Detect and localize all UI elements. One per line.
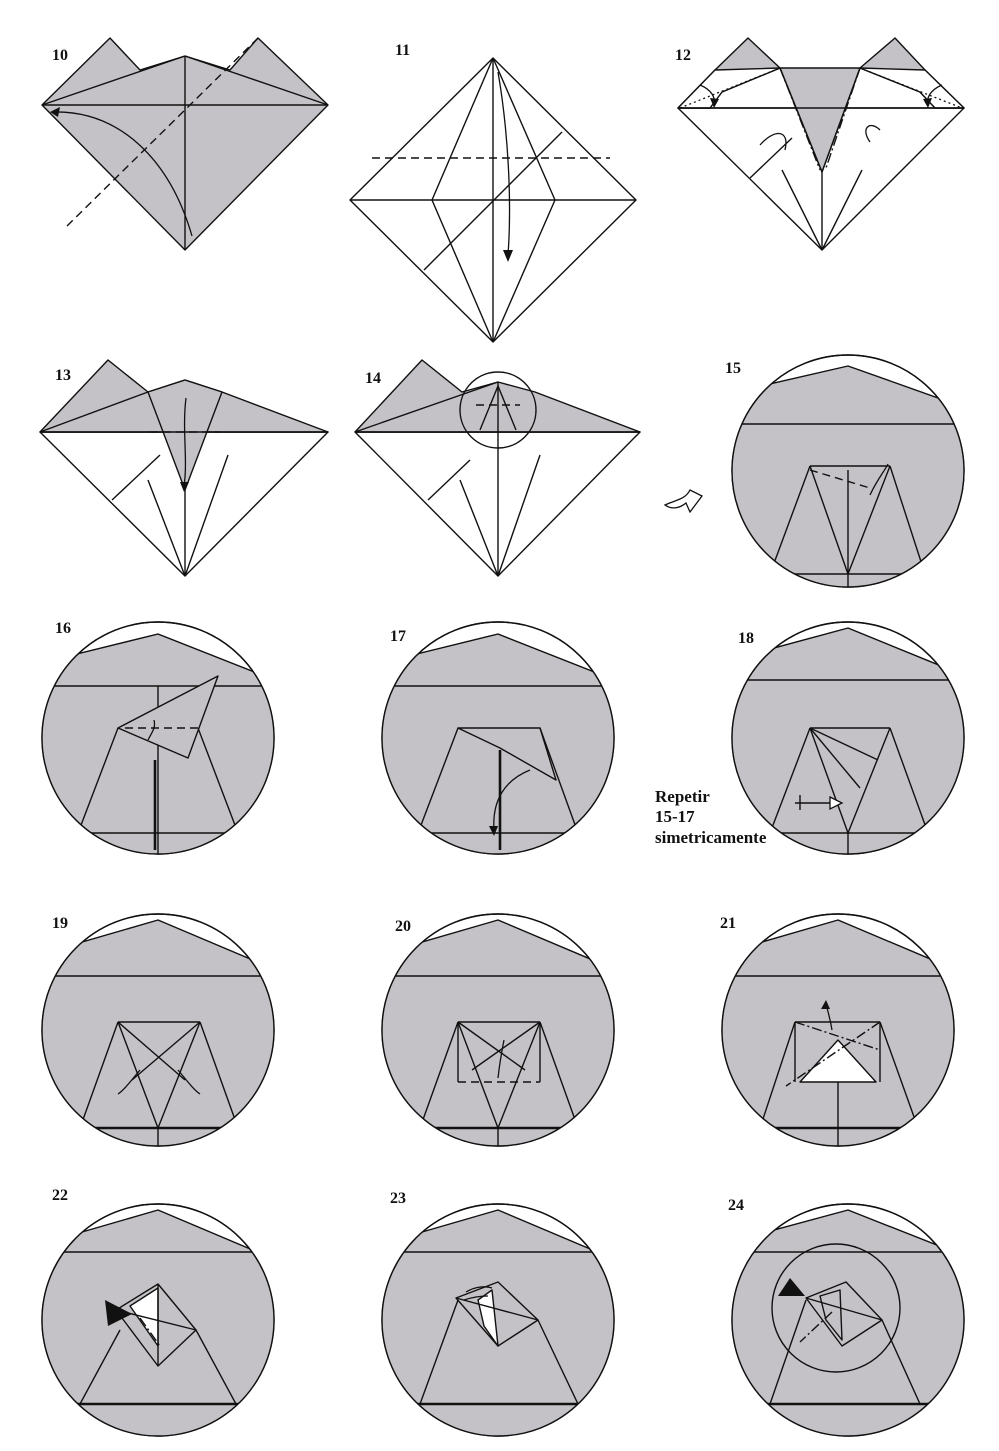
note-line-1: Repetir [655, 787, 710, 806]
step-number: 17 [390, 628, 406, 645]
mountain-fold-line [779, 67, 821, 171]
step-number: 14 [365, 370, 381, 387]
step-24: 24 [728, 1197, 965, 1437]
fold-arrow-icon [493, 769, 531, 831]
mountain-fold-line [794, 1021, 881, 1051]
step-12: 12 [675, 37, 965, 251]
mountain-fold-line [799, 1311, 833, 1343]
zoom-circle [771, 1243, 901, 1373]
sink-arrow-icon [759, 132, 787, 151]
step-number: 11 [395, 42, 410, 59]
fold-arrow-icon [51, 111, 193, 237]
step-number: 24 [728, 1197, 744, 1214]
fold-arrow-icon [465, 1286, 493, 1293]
zoom-circle [459, 371, 537, 449]
step-number: 18 [738, 630, 754, 647]
step-20: 20 [381, 913, 615, 1147]
fold-arrow-icon [497, 71, 511, 256]
note-line-2: 15-17 [655, 807, 695, 826]
step-16: 16 [41, 620, 275, 855]
step-15: 15 [725, 354, 965, 588]
step-17: 17 [381, 621, 615, 855]
step-number: 20 [395, 918, 411, 935]
note-line-3: simetricamente [655, 828, 767, 847]
sink-arrow-icon [105, 1300, 132, 1326]
sink-arrow-icon [778, 1278, 805, 1296]
step-19: 19 [41, 913, 275, 1147]
step-13: 13 [39, 359, 329, 577]
step-21: 21 [720, 913, 955, 1147]
step-23: 23 [381, 1190, 615, 1437]
step-number: 22 [52, 1187, 68, 1204]
valley-fold-line [64, 37, 259, 229]
step-number: 15 [725, 360, 741, 377]
step-number: 13 [55, 367, 71, 384]
mountain-fold-line [139, 1317, 161, 1347]
step-11: 11 [349, 42, 637, 343]
step-number: 19 [52, 915, 68, 932]
valley-fold-line [809, 469, 871, 489]
fold-arrow-icon [497, 1039, 505, 1079]
step-number: 16 [55, 620, 71, 637]
step-22: 22 [41, 1187, 275, 1437]
step-number: 23 [390, 1190, 406, 1207]
step-14: 14 [354, 359, 641, 577]
fold-arrow-icon [869, 463, 889, 496]
fold-arrow-icon [147, 719, 156, 741]
step-number: 10 [52, 47, 68, 64]
push-arrow-icon [829, 795, 844, 811]
step-number: 21 [720, 915, 736, 932]
fold-arrow-icon [117, 1069, 141, 1095]
step-number: 12 [675, 47, 691, 64]
step-10: 10 [41, 37, 329, 251]
fold-arrow-icon [183, 397, 187, 487]
repeat-note: Repetir 15-17 simetricamente [655, 787, 767, 847]
turn-over-icon [663, 489, 703, 514]
